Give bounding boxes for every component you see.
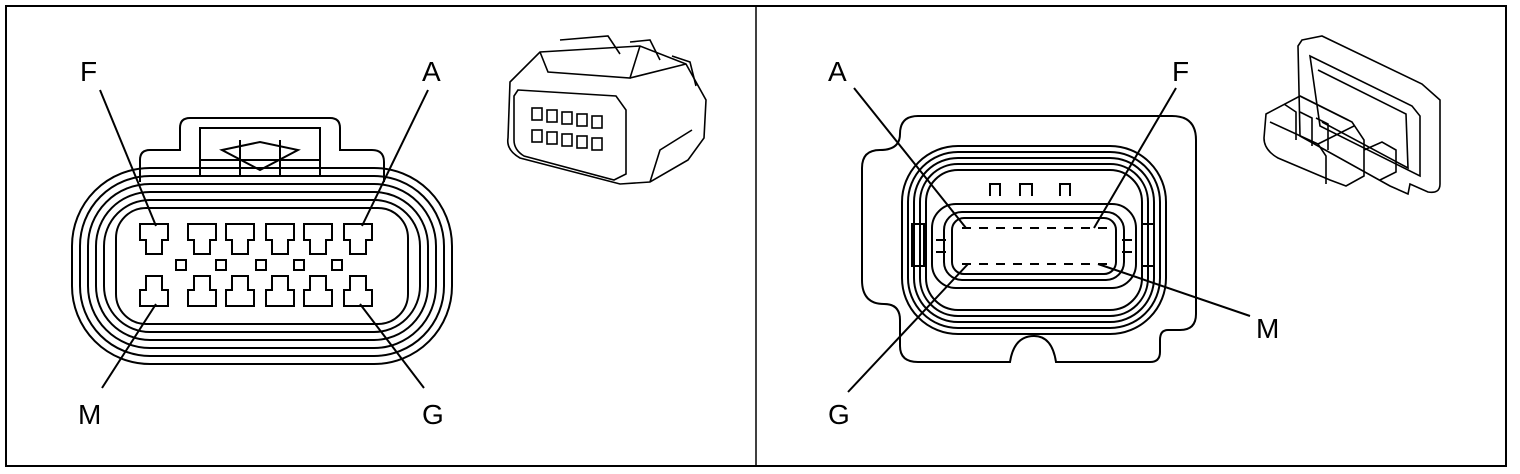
leader-line-right-bottom-right <box>1097 263 1251 317</box>
leader-line-right-top-left <box>853 87 967 229</box>
leader-line-right-top-right <box>1093 87 1177 229</box>
left-label-top-left: F <box>80 56 97 87</box>
left-label-top-right: A <box>422 56 441 87</box>
leader-line-left-bottom-left <box>101 303 157 389</box>
leader-line-left-top-left <box>99 89 157 227</box>
leader-line-left-top-right <box>361 89 429 227</box>
left-label-bottom-left: M <box>78 399 101 430</box>
right-label-top-left: A <box>828 56 847 87</box>
right-connector-face <box>861 115 1197 363</box>
left-connector-face <box>71 117 453 365</box>
left-connector-3d-illustration <box>506 35 707 185</box>
right-label-top-right: F <box>1172 56 1189 87</box>
right-connector-3d-illustration <box>1263 35 1441 196</box>
leader-line-left-bottom-right <box>359 303 425 389</box>
left-label-bottom-right: G <box>422 399 444 430</box>
right-label-bottom-left: G <box>828 399 850 430</box>
right-label-bottom-right: M <box>1256 313 1279 344</box>
leader-line-right-bottom-left <box>847 263 969 393</box>
